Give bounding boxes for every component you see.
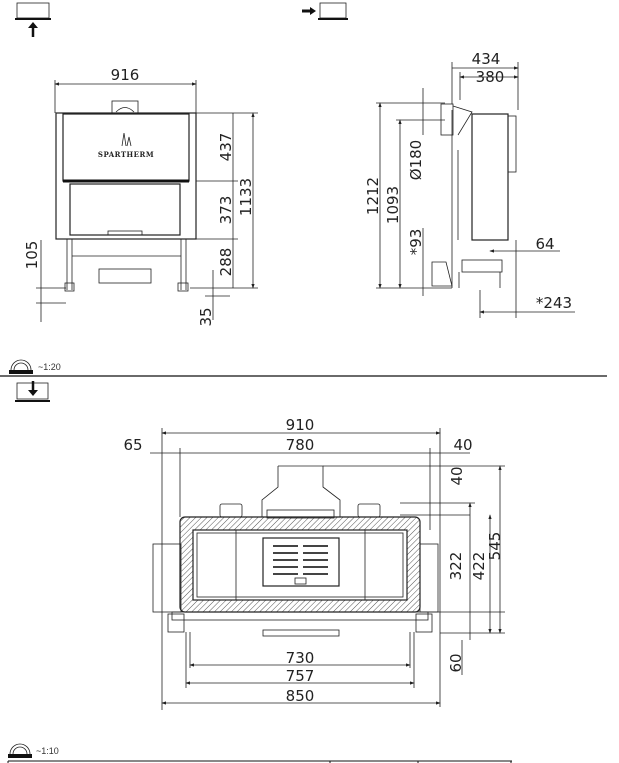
scale-label-bottom: ~1:10 bbox=[36, 746, 59, 756]
dim-40-right: 40 bbox=[453, 436, 472, 454]
dim-434: 434 bbox=[472, 50, 501, 68]
dim-380: 380 bbox=[476, 68, 505, 86]
dim-60: 60 bbox=[447, 653, 465, 672]
dim-40-top: 40 bbox=[448, 466, 466, 485]
front-view: SPARTHERM 916 437 373 288 1133 35 105 bbox=[23, 66, 258, 327]
dim-flue-diameter: Ø180 bbox=[407, 140, 425, 180]
side-view-icon bbox=[302, 2, 348, 20]
dim-65: 65 bbox=[123, 436, 142, 454]
dim-373: 373 bbox=[217, 196, 235, 225]
spartherm-logo: SPARTHERM bbox=[98, 132, 154, 159]
dim-850: 850 bbox=[286, 687, 315, 705]
dim-1133: 1133 bbox=[237, 178, 255, 216]
dim-322: 322 bbox=[447, 552, 465, 581]
scale-icon bbox=[9, 359, 33, 374]
dim-437: 437 bbox=[217, 133, 235, 162]
dim-35: 35 bbox=[197, 307, 215, 326]
dim-1093: 1093 bbox=[384, 186, 402, 224]
dim-105: 105 bbox=[23, 241, 41, 270]
top-view: 910 780 65 40 40 322 422 545 60 730 757 … bbox=[123, 416, 505, 710]
dim-64: 64 bbox=[535, 235, 554, 253]
dim-730: 730 bbox=[286, 649, 315, 667]
grille bbox=[273, 545, 328, 585]
front-view-icon bbox=[15, 2, 51, 37]
top-view-icon bbox=[15, 381, 50, 402]
scale-label-top: ~1:20 bbox=[38, 362, 61, 372]
dim-780: 780 bbox=[286, 436, 315, 454]
dim-757: 757 bbox=[286, 667, 315, 685]
dim-916: 916 bbox=[111, 66, 140, 84]
scale-icon-bottom bbox=[8, 743, 32, 758]
dim-422: 422 bbox=[470, 552, 488, 581]
dim-910: 910 bbox=[286, 416, 315, 434]
dim-243: *243 bbox=[536, 294, 572, 312]
dim-93: *93 bbox=[407, 229, 425, 256]
dim-545: 545 bbox=[486, 532, 504, 561]
side-view: 434 380 1212 1093 Ø180 *93 64 *243 bbox=[364, 50, 575, 318]
dim-288: 288 bbox=[217, 248, 235, 277]
svg-text:SPARTHERM: SPARTHERM bbox=[98, 150, 154, 159]
dim-1212: 1212 bbox=[364, 177, 382, 215]
